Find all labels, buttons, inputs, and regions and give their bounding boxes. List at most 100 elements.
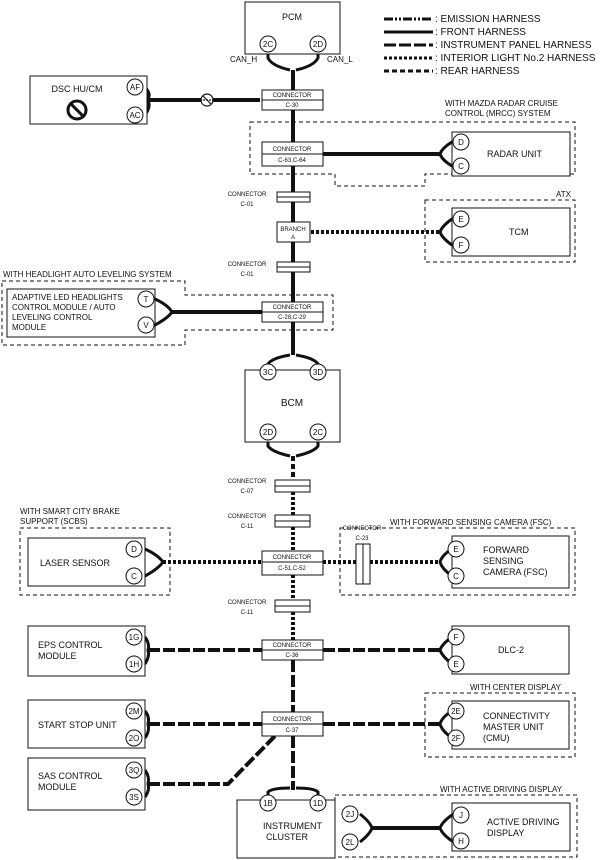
- terminal-fsc-c: [447, 567, 465, 585]
- connector-label: CONNECTOR: [273, 555, 312, 561]
- legend-item-rear: : REAR HARNESS: [384, 66, 520, 77]
- terminal-add-h: [452, 832, 470, 850]
- terminal-bcm-3d: [309, 363, 327, 381]
- pcm-label: PCM: [282, 12, 302, 22]
- terminal-label: 2F: [451, 734, 460, 743]
- option-label-active-driving: WITH ACTIVE DRIVING DISPLAY: [440, 785, 563, 794]
- terminal-label: 2D: [313, 40, 323, 49]
- connector-label: CONNECTOR: [228, 479, 267, 485]
- terminal-label: F: [459, 241, 464, 250]
- connector-label: C-63,C-64: [278, 158, 306, 164]
- sas-pigtail: [143, 769, 151, 798]
- option-label-mrcc: CONTROL (MRCC) SYSTEM: [445, 109, 551, 118]
- dlc-module: [451, 625, 570, 675]
- connector-label: C-07: [240, 489, 254, 495]
- headlight-label: CONTROL MODULE / AUTO: [12, 303, 116, 312]
- mrcc-enclosure: [249, 121, 576, 187]
- legend-item-interior: : INTERIOR LIGHT No.2 HARNESS: [384, 53, 596, 64]
- terminal-label: 2O: [129, 734, 140, 743]
- connector-label: CONNECTOR: [228, 600, 267, 606]
- start-stop-module: [27, 699, 146, 749]
- cmu-label: (CMU): [483, 733, 510, 743]
- terminal-label: D: [458, 138, 464, 147]
- terminal-label: 3D: [313, 368, 323, 377]
- connector-label: C-11: [241, 524, 254, 530]
- terminal-ic-2j: [341, 805, 359, 823]
- terminal-label: H: [458, 837, 464, 846]
- headlight-label: ADAPTIVE LED HEADLIGHTS: [12, 293, 123, 302]
- terminal-label: 1G: [129, 633, 140, 642]
- terminal-label: 2L: [346, 838, 355, 847]
- option-labels: WITH MAZDA RADAR CRUISE CONTROL (MRCC) S…: [3, 99, 572, 794]
- terminal-label: AF: [130, 83, 140, 92]
- legend: : EMISSION HARNESS : FRONT HARNESS : INS…: [384, 14, 596, 77]
- option-label-scbs: WITH SMART CITY BRAKE: [20, 507, 120, 516]
- terminal-label: 2J: [346, 810, 354, 819]
- terminal-label: J: [459, 811, 463, 820]
- atx-enclosure: [424, 199, 576, 263]
- terminal-label: 3S: [129, 793, 139, 802]
- connector-label: CONNECTOR: [228, 192, 267, 198]
- sas-label: SAS CONTROL: [38, 771, 103, 781]
- connector-label: C-30: [285, 103, 299, 109]
- terminal-label: 2C: [313, 428, 323, 437]
- terminal-hl-t: [137, 290, 155, 308]
- terminal-label: E: [458, 215, 463, 224]
- terminal-label: 2E: [451, 707, 461, 716]
- terminal-label: 3Q: [129, 766, 140, 775]
- connector-label: C-51,C-52: [278, 566, 306, 572]
- option-label-headlight: WITH HEADLIGHT AUTO LEVELING SYSTEM: [3, 270, 172, 279]
- cmu-pigtail: [438, 709, 453, 740]
- module-labels: PCM DSC HU/CM RADAR UNIT TCM ADAPTIVE LE…: [12, 12, 560, 842]
- module-boxes: [6, 1, 571, 859]
- terminal-add-j: [452, 806, 470, 824]
- terminal-labels: 2C 2D AF AC D C E F T V 3C 3D 2D 2C D C …: [128, 40, 464, 847]
- terminal-tcm-f: [452, 236, 470, 254]
- pcm-pigtail: [266, 52, 320, 72]
- connector-label: CONNECTOR: [343, 526, 382, 532]
- terminal-bcm-2c: [309, 423, 327, 441]
- laser-label: LASER SENSOR: [40, 558, 111, 568]
- terminal-ic-2l: [341, 833, 359, 851]
- fsc-pigtail: [438, 547, 453, 578]
- connector-label: CONNECTOR: [273, 643, 312, 649]
- terminal-label: V: [143, 321, 149, 330]
- cluster-pigtail: [266, 786, 320, 796]
- legend-item-front: : FRONT HARNESS: [384, 27, 526, 38]
- dlc-label: DLC-2: [498, 645, 524, 655]
- add-label: ACTIVE DRIVING: [487, 817, 560, 827]
- connector-label: C-28,C-29: [278, 315, 306, 321]
- terminal-label: 1B: [263, 799, 273, 808]
- terminal-pcm-2c: [259, 35, 277, 53]
- startstop-pigtail: [143, 710, 151, 739]
- terminal-label: E: [453, 545, 458, 554]
- bcm-top-pigtail: [266, 353, 320, 370]
- terminal-dlc-f: [447, 628, 465, 646]
- sas-module: [27, 757, 146, 811]
- eps-label: EPS CONTROL: [38, 640, 103, 650]
- tcm-label: TCM: [509, 227, 529, 237]
- terminal-pcm-2d: [309, 35, 327, 53]
- radar-pigtail: [438, 140, 453, 168]
- connector-label: CONNECTOR: [228, 262, 267, 268]
- legend-item-emission: : EMISSION HARNESS: [384, 14, 541, 25]
- terminal-dlc-e: [447, 655, 465, 673]
- terminal-ic-1d: [309, 794, 327, 812]
- terminal-fsc-e: [447, 540, 465, 558]
- connector-label: C-11: [241, 610, 254, 616]
- terminal-ss-2o: [125, 729, 143, 747]
- can-l-label: CAN_L: [327, 55, 353, 64]
- terminal-sas-3s: [125, 788, 143, 806]
- terminal-tcm-e: [452, 210, 470, 228]
- fsc-label: FORWARD: [483, 545, 529, 555]
- terminal-circles: [125, 35, 470, 851]
- cmu-label: MASTER UNIT: [483, 722, 545, 732]
- active-driving-enclosure: [334, 794, 578, 858]
- terminal-label: C: [453, 572, 459, 581]
- fsc-label: SENSING: [483, 556, 524, 566]
- connector-label: CONNECTOR: [273, 305, 312, 311]
- terminal-label: 2C: [263, 40, 273, 49]
- add-pigtail: [438, 813, 453, 843]
- eps-pigtail: [143, 636, 151, 665]
- terminal-cmu-2e: [447, 702, 465, 720]
